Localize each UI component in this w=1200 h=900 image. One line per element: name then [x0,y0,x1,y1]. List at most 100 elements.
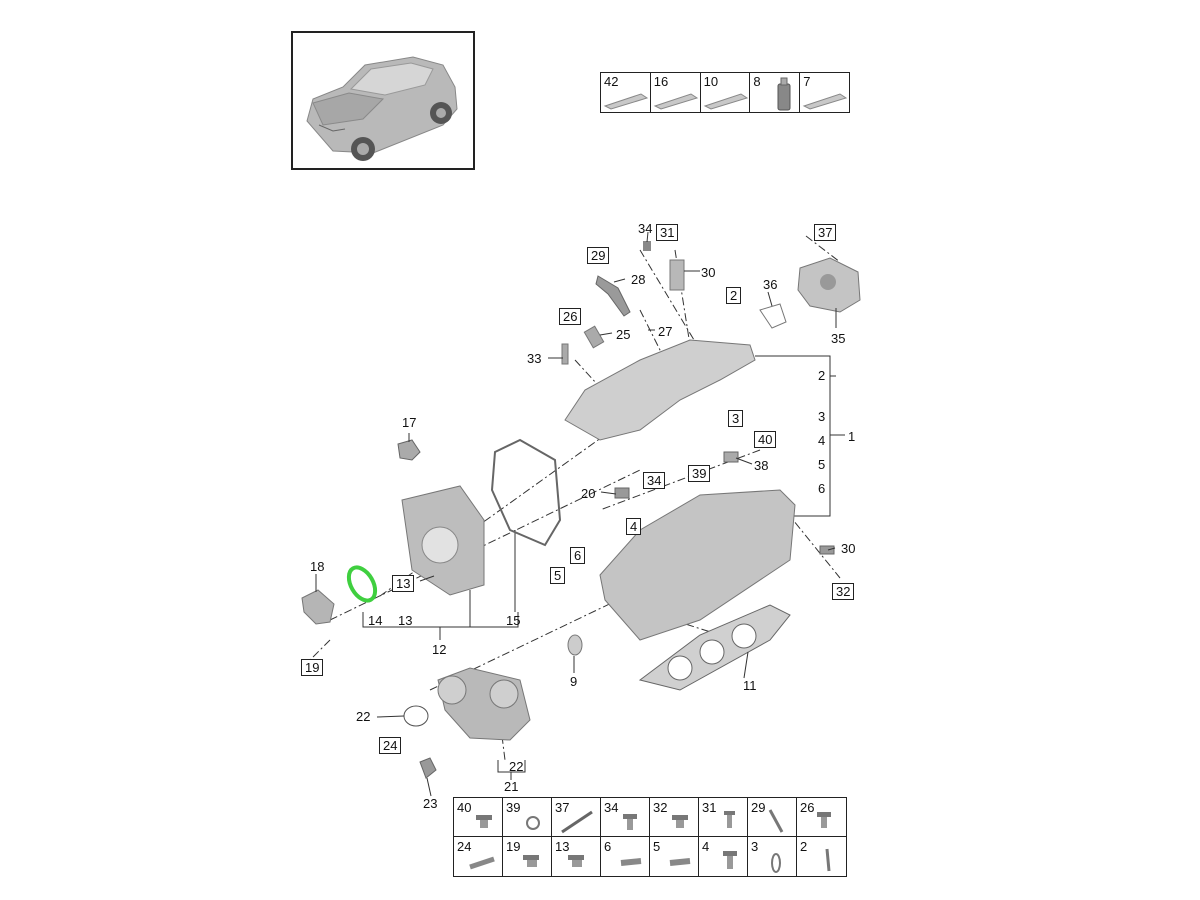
callout-34[interactable]: 34 [638,221,653,236]
callout-6-boxed[interactable]: 6 [570,547,586,564]
callout-13[interactable]: 13 [398,613,413,628]
callout-19[interactable]: 19 [301,659,324,676]
callout-30-right[interactable]: 30 [841,541,856,556]
callout-1[interactable]: 1 [848,429,856,444]
callout-9[interactable]: 9 [570,674,578,689]
fastener-cell[interactable]: 13 [552,837,601,876]
fastener-cell[interactable]: 26 [797,798,846,837]
callout-26[interactable]: 26 [559,308,582,325]
callout-11[interactable]: 11 [743,678,757,693]
callout-20[interactable]: 20 [581,486,596,501]
part-number: 7 [803,74,811,89]
callout-37[interactable]: 37 [814,224,837,241]
callout-15[interactable]: 15 [506,613,521,628]
seal-ring-highlight[interactable] [343,563,380,605]
callout-17[interactable]: 17 [402,415,417,430]
part-number: 29 [751,800,766,815]
fastener-cell[interactable]: 3 [748,837,797,876]
callout-38[interactable]: 38 [754,458,769,473]
bolt-icon [672,815,688,828]
callout-35[interactable]: 35 [831,331,846,346]
long-bolt-icon [561,810,593,834]
callout-12[interactable]: 12 [432,642,447,657]
callout-36[interactable]: 36 [763,277,778,292]
callout-18[interactable]: 18 [310,559,325,574]
callout-23[interactable]: 23 [423,796,438,811]
consumable-cell[interactable]: 16 [651,73,701,112]
sleeve-icon [771,853,781,873]
part-number: 26 [800,800,815,815]
consumable-cell[interactable]: 7 [800,73,849,112]
callout-27[interactable]: 27 [658,324,673,339]
fastener-cell[interactable]: 32 [650,798,699,837]
part-number: 3 [751,839,759,854]
callout-5[interactable]: 5 [818,457,826,472]
callout-32[interactable]: 32 [832,583,855,600]
callout-5-boxed[interactable]: 5 [550,567,566,584]
callout-22[interactable]: 22 [356,709,371,724]
fastener-cell[interactable]: 4 [699,837,748,876]
callout-25[interactable]: 25 [616,327,631,342]
sealant-tube-icon [653,93,698,110]
part-number: 8 [753,74,761,89]
part-number: 13 [555,839,570,854]
part-number: 6 [604,839,612,854]
fasteners-grid: 40 39 37 34 32 31 29 26 24 19 13 6 5 4 3… [453,797,847,877]
vehicle-thumbnail [291,31,475,170]
callout-30[interactable]: 30 [701,265,716,280]
part-number: 19 [506,839,521,854]
callout-3[interactable]: 3 [818,409,826,424]
fastener-cell[interactable]: 34 [601,798,650,837]
screw-icon [825,848,831,872]
callout-4[interactable]: 4 [818,433,826,448]
consumable-cell[interactable]: 10 [701,73,751,112]
callout-3-boxed[interactable]: 3 [728,410,744,427]
bolt-icon [623,814,637,830]
part-number: 31 [702,800,717,815]
part-number: 42 [604,74,619,89]
fastener-cell[interactable]: 24 [454,837,503,876]
fastener-cell[interactable]: 5 [650,837,699,876]
fastener-cell[interactable]: 40 [454,798,503,837]
bolt-icon [568,855,584,867]
callout-2[interactable]: 2 [818,368,826,383]
callout-2-boxed[interactable]: 2 [726,287,742,304]
callout-29[interactable]: 29 [587,247,610,264]
fastener-cell[interactable]: 19 [503,837,552,876]
callout-24[interactable]: 24 [379,737,402,754]
washer-icon [526,816,540,830]
part-number: 16 [653,74,669,89]
callout-39[interactable]: 39 [688,465,711,482]
fastener-cell[interactable]: 2 [797,837,846,876]
part-number: 24 [457,839,472,854]
callout-28[interactable]: 28 [631,272,646,287]
part-number: 34 [604,800,619,815]
callout-13-boxed[interactable]: 13 [392,575,415,592]
fastener-cell[interactable]: 29 [748,798,797,837]
callout-4-boxed[interactable]: 4 [626,518,642,535]
consumable-cell[interactable]: 42 [601,73,651,112]
part-number: 2 [800,839,808,854]
bolt-icon [724,811,735,828]
sealant-tube-icon [802,93,848,110]
callout-22-lower[interactable]: 22 [509,759,524,774]
fastener-cell[interactable]: 6 [601,837,650,876]
bolt-icon [523,855,539,867]
fastener-cell[interactable]: 37 [552,798,601,837]
callout-31[interactable]: 31 [656,224,679,241]
callout-14[interactable]: 14 [368,613,383,628]
callout-6[interactable]: 6 [818,481,826,496]
sealant-tube-icon [603,93,649,110]
consumable-cell[interactable]: 8 [750,73,801,112]
screw-icon [768,809,784,833]
part-number: 4 [702,839,710,854]
callout-33[interactable]: 33 [527,351,542,366]
part-number: 5 [653,839,661,854]
callout-34-boxed[interactable]: 34 [643,472,666,489]
fastener-cell[interactable]: 39 [503,798,552,837]
callout-21[interactable]: 21 [504,779,519,794]
part-number: 40 [457,800,472,815]
callout-40[interactable]: 40 [754,431,777,448]
fastener-cell[interactable]: 31 [699,798,748,837]
